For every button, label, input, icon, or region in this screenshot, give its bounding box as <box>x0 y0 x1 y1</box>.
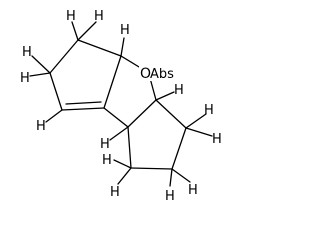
bond-h-c1 <box>120 37 125 57</box>
h-label-c10b: H <box>102 153 112 168</box>
bond-h-c8b <box>185 127 213 137</box>
bond-h-c7 <box>109 126 129 141</box>
h-label-c3b: H <box>20 71 30 86</box>
bond-c7-c5 <box>103 107 129 128</box>
h-label-c10a: H <box>110 185 120 200</box>
bond-c8-c9 <box>171 127 187 170</box>
bond-c4-c5 <box>61 107 105 111</box>
bond-c6-c7 <box>127 99 157 128</box>
bond-c6-c8 <box>155 99 187 129</box>
ring-fusion-stereo-label: Abs <box>150 67 174 82</box>
bond-c9-c10 <box>130 167 173 170</box>
bond-h-c2a <box>71 21 79 41</box>
bond-h-c3a <box>31 55 51 74</box>
bond-h-c9b <box>169 168 173 187</box>
bond-c2-c3 <box>49 39 79 74</box>
h-label-c2a: H <box>66 9 76 24</box>
bond-c3-c4 <box>49 72 63 111</box>
bond-c1-c2 <box>77 39 122 57</box>
bond-c10-c7 <box>127 126 132 169</box>
bond-h-c9a <box>171 168 191 183</box>
bond-h-c6 <box>155 91 175 101</box>
bond-h-c10b <box>113 159 132 169</box>
h-label-c2b: H <box>94 9 104 24</box>
bond-h-c3b <box>29 72 51 77</box>
h-label-c9b: H <box>165 189 175 204</box>
cyclopentane-ring <box>127 99 187 170</box>
h-label-c4: H <box>36 119 46 134</box>
h-label-c3a: H <box>22 45 32 60</box>
h-label-c6: H <box>174 83 184 98</box>
cyclopentene-ring <box>49 39 122 111</box>
bond-h-c4 <box>45 109 63 123</box>
hydrogen-bonds <box>29 21 213 187</box>
oxygen-label-background <box>139 64 172 81</box>
h-label-c9a: H <box>188 183 198 198</box>
hydrogen-labels: H H H H H H H H H H H H H H <box>20 9 222 204</box>
h-label-c7: H <box>100 137 110 152</box>
bond-o-c6 <box>149 77 157 101</box>
bond-h-c2b <box>77 21 97 41</box>
bond-c5-c1 <box>103 55 122 109</box>
oxygen-atom-label: O <box>140 66 151 82</box>
chemical-structure-diagram: O Abs H H H H H H H H H H H H H H <box>20 9 222 204</box>
bond-c4-c5-double <box>65 101 102 105</box>
h-label-c8a: H <box>204 103 214 118</box>
bond-h-c10a <box>117 167 132 185</box>
h-label-c8b: H <box>212 132 222 147</box>
bond-h-c8a <box>185 113 207 129</box>
h-label-c1: H <box>120 23 130 38</box>
